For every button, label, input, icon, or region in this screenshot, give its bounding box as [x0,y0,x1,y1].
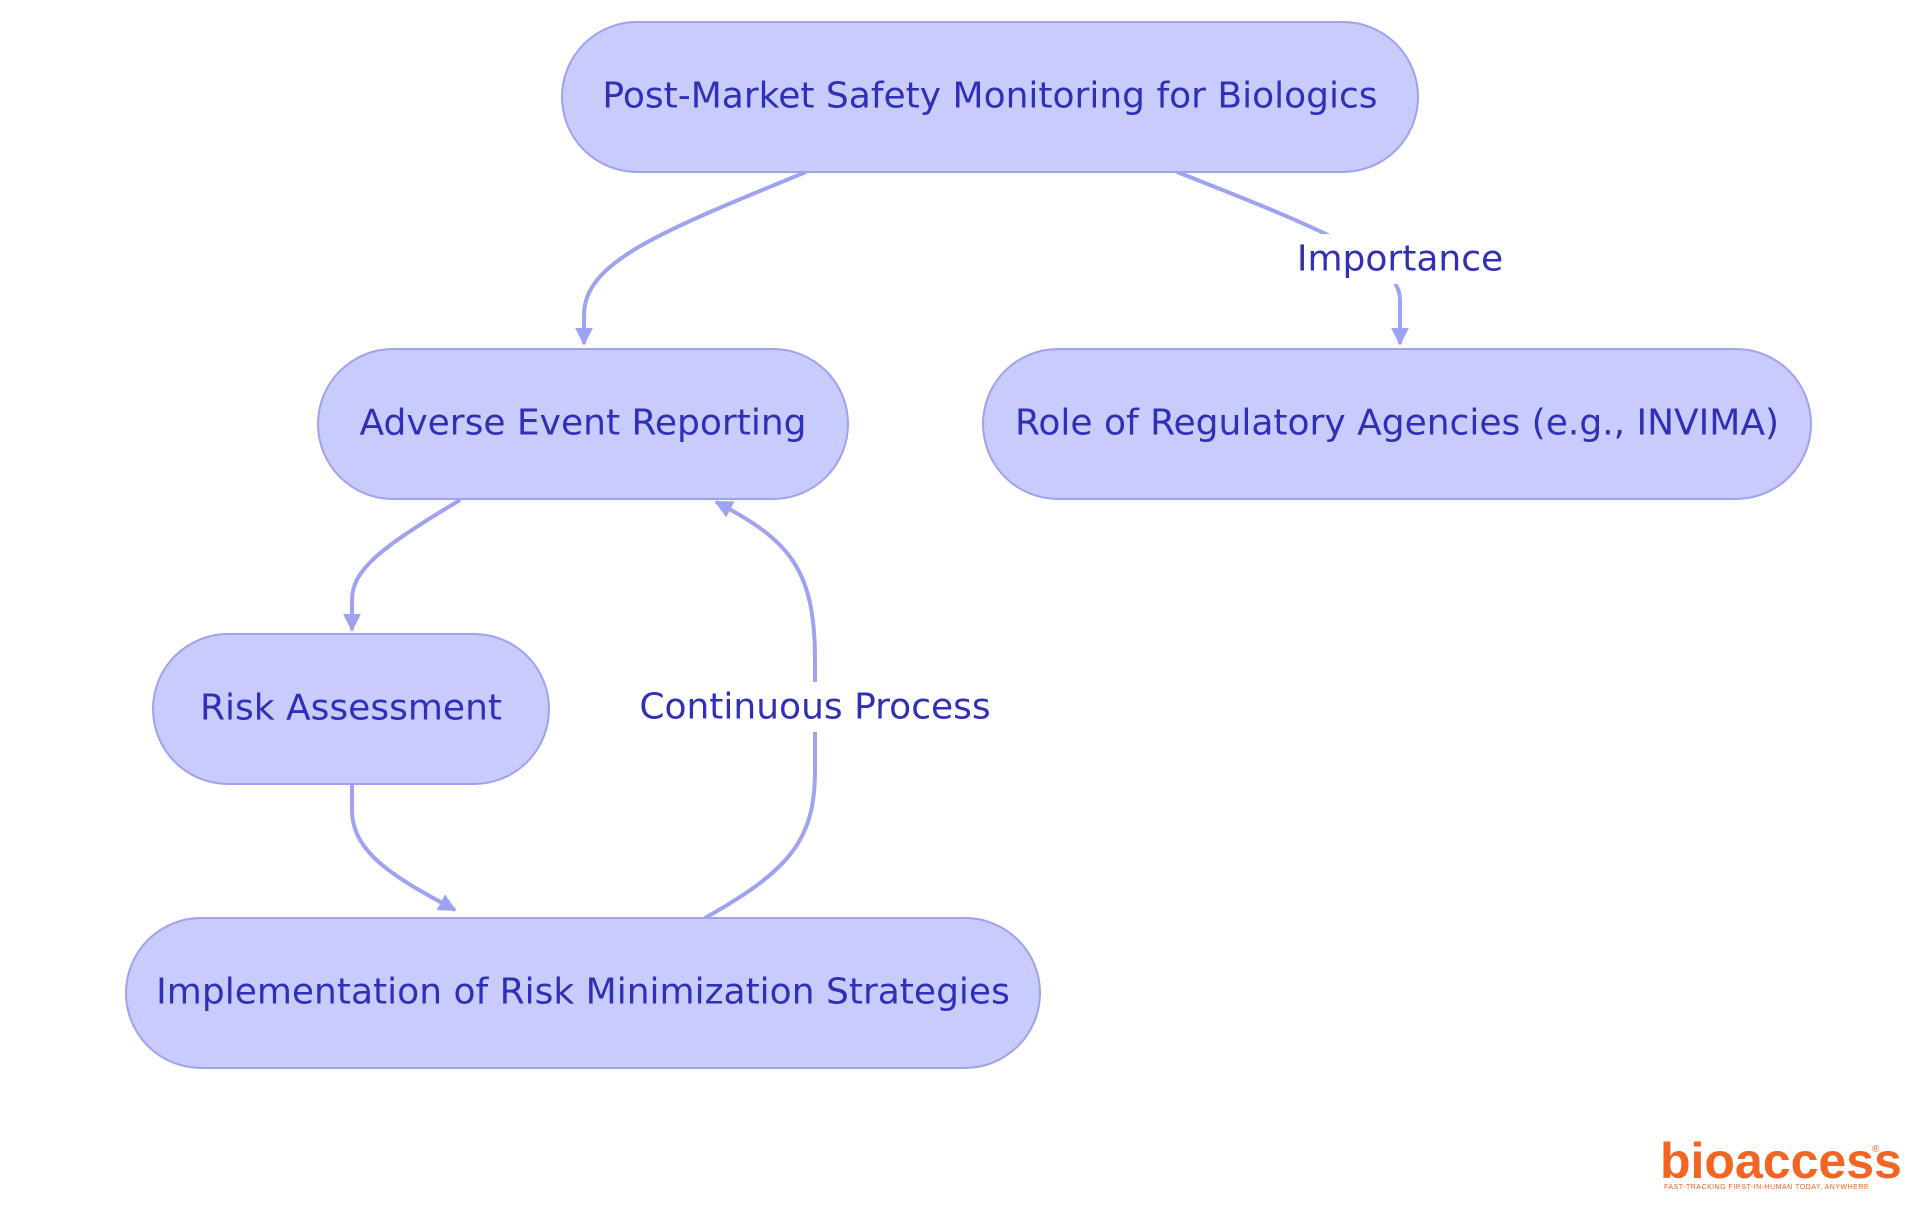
edge-root-to-adverse [575,170,807,346]
logo-tagline: FAST-TRACKING FIRST-IN-HUMAN TODAY, ANYW… [1664,1184,1869,1191]
node-regulatory-shape [982,348,1812,500]
node-implementation-shape [125,917,1041,1069]
importance-label-bg [1285,234,1515,284]
node-root: Post-Market Safety Monitoring for Biolog… [561,21,1419,173]
edge-labels: Importance Continuous Process [639,234,1515,732]
node-implementation-label: Implementation of Risk Minimization Stra… [156,972,1010,1013]
node-implementation: Implementation of Risk Minimization Stra… [125,917,1041,1069]
node-adverse-event-reporting: Adverse Event Reporting [317,348,849,500]
continuous-process-label-bg [640,682,990,732]
node-root-label: Post-Market Safety Monitoring for Biolog… [602,76,1377,117]
node-adverse-label: Adverse Event Reporting [359,403,806,444]
logo-wordmark: bioaccess [1660,1133,1902,1189]
importance-label: Importance [1297,239,1503,280]
node-regulatory-label: Role of Regulatory Agencies (e.g., INVIM… [1015,403,1779,444]
edge-risk-to-implementation [350,784,457,912]
node-risk-assessment: Risk Assessment [152,633,550,785]
node-root-shape [561,21,1419,173]
logo-registered-mark: ® [1872,1144,1880,1155]
continuous-process-label: Continuous Process [639,687,990,728]
edge-adverse-to-risk [343,498,462,632]
node-risk-shape [152,633,550,785]
node-adverse-shape [317,348,849,500]
node-regulatory-agencies: Role of Regulatory Agencies (e.g., INVIM… [982,348,1812,500]
bioaccess-logo: bioaccess ® FAST-TRACKING FIRST-IN-HUMAN… [1660,1133,1902,1191]
node-risk-label: Risk Assessment [200,688,502,729]
edges [343,170,1409,920]
